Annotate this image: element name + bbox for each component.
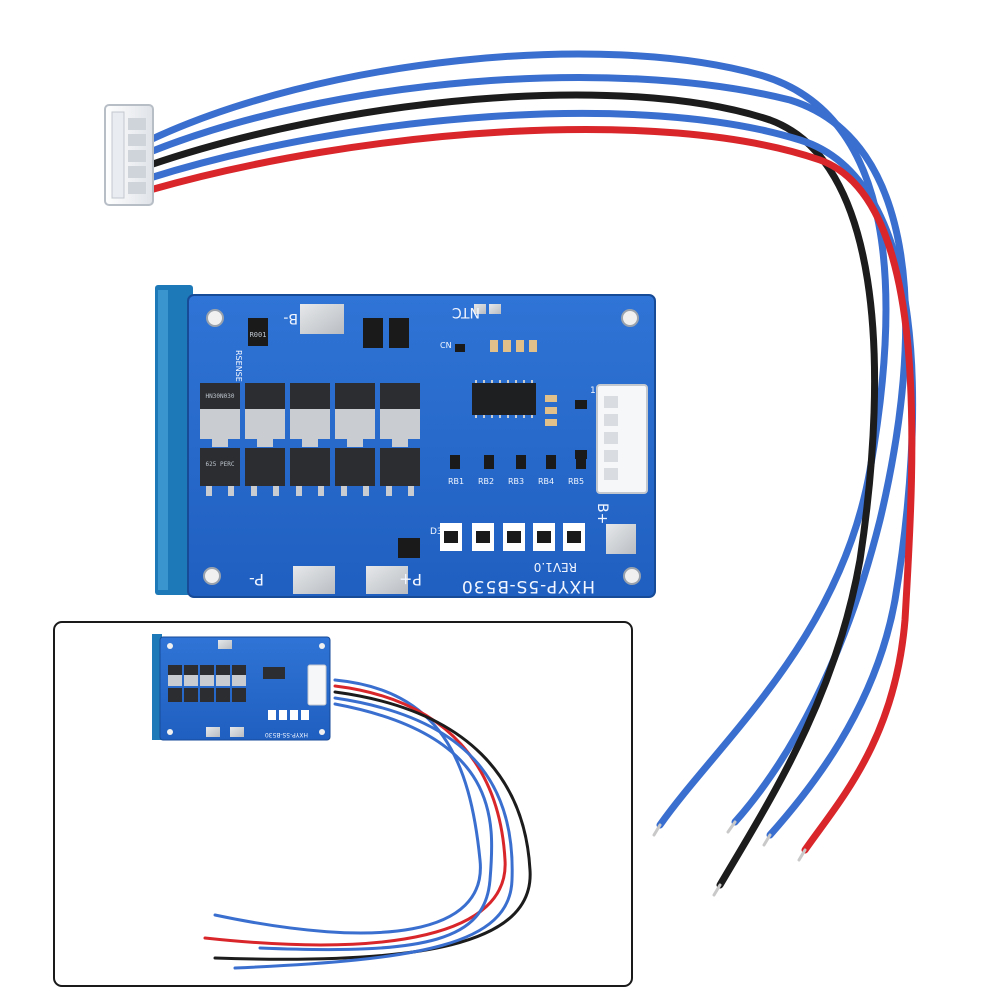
mosfet-label: HN30N030: [206, 393, 235, 400]
model-label: HXYP-5S-B530: [461, 576, 595, 596]
d3-label: D3: [430, 527, 443, 537]
rb4-label: RB4: [538, 477, 554, 486]
inset-model-label: HXYP-5S-B530: [265, 731, 308, 738]
mosfet-row-top: HN30N030: [200, 383, 420, 447]
wire-red: [146, 126, 916, 854]
inset-panel: HXYP-5S-B530: [53, 621, 633, 987]
bottom-leds: [440, 523, 585, 551]
rb2-label: RB2: [478, 477, 494, 486]
wire-tips: [652, 820, 807, 897]
cn-label: CN: [440, 341, 452, 350]
rb5-label: RB5: [568, 477, 584, 486]
silkscreen: B- NTC RSENSE CN 1 B+ P- P+ HXYP-5S-B530…: [234, 304, 610, 596]
control-ic: [472, 380, 536, 418]
balance-plug: [104, 104, 154, 206]
rsense-label: RSENSE: [234, 350, 243, 382]
b-minus-label: B-: [283, 310, 298, 326]
p-plus-label: P+: [399, 570, 422, 589]
diode-d3: [398, 538, 420, 558]
wire-black: [146, 91, 879, 889]
pcb-body: [187, 294, 656, 598]
ntc-label: NTC: [452, 304, 480, 320]
mosfet-label: 625 PERC: [206, 461, 235, 468]
inset-wires: [203, 678, 532, 970]
wire-blue-1: [146, 50, 890, 829]
rb-resistors: [450, 455, 586, 469]
mounting-holes: [203, 309, 641, 585]
smd-components: [490, 340, 557, 426]
inset-board: HXYP-5S-B530: [152, 634, 331, 741]
p-minus-label: P-: [249, 570, 264, 589]
b-plus-label: B+: [594, 503, 610, 524]
mosfet-row-bottom: 625 PERC: [200, 448, 420, 496]
bms-board: R001 HN30N030 625 PERC D3: [155, 285, 656, 598]
revision-label: REV1.0: [534, 560, 577, 574]
wire-harness: [146, 50, 917, 897]
balance-connector: [596, 384, 648, 494]
rb3-label: RB3: [508, 477, 524, 486]
sense-resistors: R001: [248, 318, 409, 348]
rb1-label: RB1: [448, 477, 464, 486]
pin1-label: 1: [590, 386, 596, 396]
power-pads: [293, 304, 636, 594]
resistor-label: R001: [250, 331, 267, 339]
